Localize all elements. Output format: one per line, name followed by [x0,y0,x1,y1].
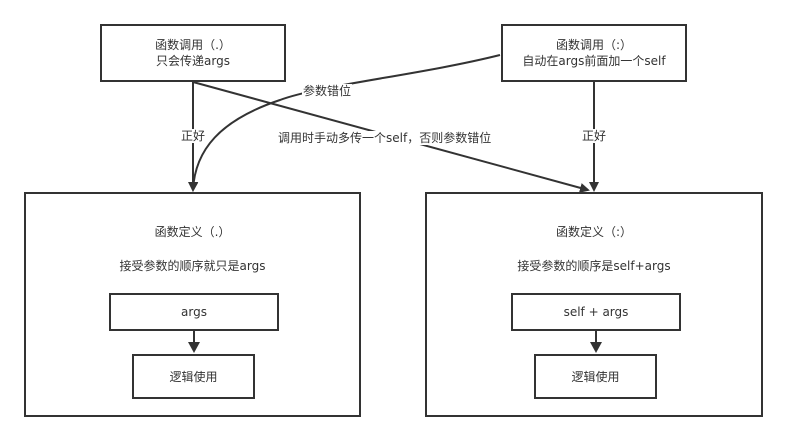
def-dot-inner-arrow [188,329,200,353]
call-dot-node[interactable]: 函数调用（.） 只会传递args [100,24,286,82]
def-dot-description: 接受参数的顺序就只是args [119,259,266,273]
def-colon-inner-arrow [590,329,602,353]
def-colon-container[interactable]: 函数定义（:） 接受参数的顺序是self+args self + args 逻辑… [425,192,763,417]
edge-label-colon-to-dot: 参数错位 [302,84,353,98]
def-colon-params-box[interactable]: self + args [511,293,681,331]
def-colon-params: self + args [563,305,629,319]
def-dot-container[interactable]: 函数定义（.） 接受参数的顺序就只是args args 逻辑使用 [24,192,361,417]
call-dot-subtitle: 只会传递args [156,54,230,68]
call-colon-title: 函数调用（:） [555,38,633,52]
def-dot-title: 函数定义（.） [154,225,231,239]
edge-label-dot-to-dot: 正好 [180,129,207,143]
def-colon-usage: 逻辑使用 [571,369,620,384]
edge-colon-to-dot [188,54,501,192]
def-dot-params: args [181,305,207,319]
def-colon-usage-box[interactable]: 逻辑使用 [534,354,657,399]
def-dot-params-box[interactable]: args [109,293,279,331]
call-colon-node[interactable]: 函数调用（:） 自动在args前面加一个self [501,24,687,82]
call-dot-title: 函数调用（.） [155,38,231,52]
def-colon-title: 函数定义（:） [555,225,633,239]
def-colon-description: 接受参数的顺序是self+args [517,259,671,273]
edge-label-dot-to-colon: 调用时手动多传一个self，否则参数错位 [277,131,493,145]
def-dot-usage: 逻辑使用 [169,369,218,384]
edge-label-colon-to-colon: 正好 [581,129,608,143]
def-dot-usage-box[interactable]: 逻辑使用 [132,354,255,399]
call-colon-subtitle: 自动在args前面加一个self [522,54,666,68]
